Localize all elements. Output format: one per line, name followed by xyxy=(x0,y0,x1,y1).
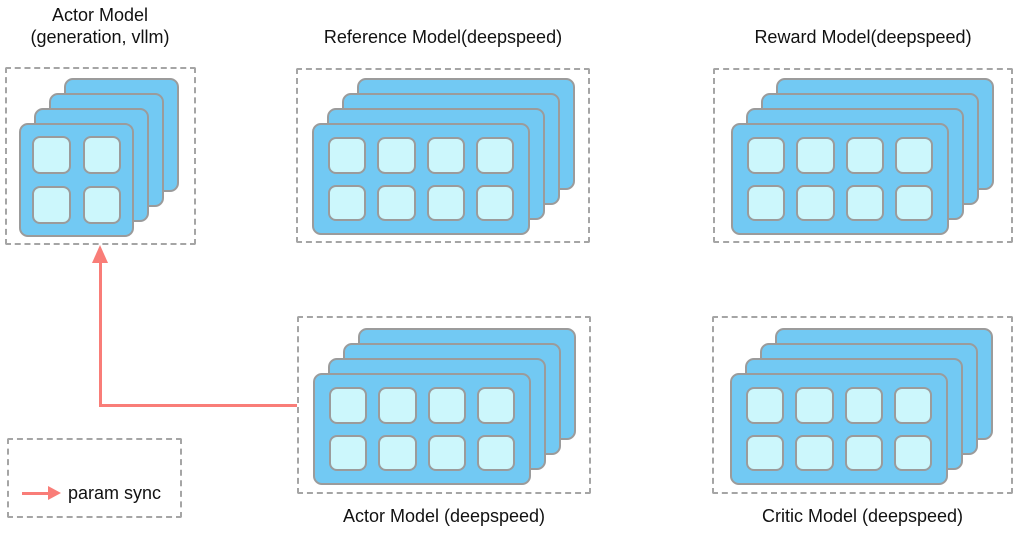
gpu-card xyxy=(19,123,134,237)
gpu-cell xyxy=(796,184,835,221)
panel-title-actor-vllm: Actor Model (generation, vllm) xyxy=(0,4,200,48)
gpu-cell xyxy=(894,184,933,221)
gpu-cell xyxy=(32,136,71,174)
gpu-cell xyxy=(328,184,367,221)
gpu-cell xyxy=(747,184,786,221)
legend-box: param sync xyxy=(7,438,182,518)
panel-title-reward-model: Reward Model(deepspeed) xyxy=(713,26,1013,48)
param-sync-arrow-vertical xyxy=(99,261,102,407)
legend-arrow-icon xyxy=(48,486,61,500)
gpu-cell xyxy=(32,186,71,224)
gpu-cell xyxy=(746,387,785,424)
legend-arrow-line xyxy=(22,492,49,495)
gpu-cell xyxy=(476,434,515,471)
gpu-cell xyxy=(796,137,835,174)
gpu-cell xyxy=(378,387,417,424)
panel-title-line: (generation, vllm) xyxy=(30,27,170,47)
gpu-card xyxy=(731,123,949,235)
panel-title-line: Reward Model(deepspeed) xyxy=(754,27,972,47)
gpu-cell xyxy=(845,137,884,174)
panel-title-line: Actor Model (deepspeed) xyxy=(342,506,546,526)
gpu-cell xyxy=(893,387,932,424)
panel-box-critic-model xyxy=(712,316,1013,494)
panel-title-line: Actor Model xyxy=(51,5,149,25)
gpu-stack-reference-model xyxy=(312,78,575,235)
gpu-cell xyxy=(795,387,834,424)
gpu-cell xyxy=(378,434,417,471)
gpu-cell xyxy=(795,434,834,471)
gpu-cell xyxy=(377,184,416,221)
gpu-cell-grid xyxy=(21,125,132,235)
gpu-cell-grid xyxy=(314,125,528,233)
gpu-stack-reward-model xyxy=(731,78,994,235)
gpu-cell-grid xyxy=(733,125,947,233)
gpu-stack-actor-vllm xyxy=(19,78,180,238)
gpu-cell xyxy=(82,136,121,174)
panel-title-line: Reference Model(deepspeed) xyxy=(323,27,563,47)
gpu-cell xyxy=(845,184,884,221)
gpu-cell xyxy=(476,387,515,424)
panel-title-reference-model: Reference Model(deepspeed) xyxy=(296,26,590,48)
gpu-cell xyxy=(377,137,416,174)
gpu-stack-actor-deepspeed xyxy=(313,328,576,485)
gpu-stack-critic-model xyxy=(730,328,993,485)
param-sync-arrow-horizontal xyxy=(99,404,297,407)
gpu-cell xyxy=(329,434,368,471)
panel-box-actor-vllm xyxy=(5,67,196,245)
gpu-cell xyxy=(894,137,933,174)
param-sync-arrowhead-icon xyxy=(92,245,108,263)
gpu-cell xyxy=(426,137,465,174)
panel-title-line: Critic Model (deepspeed) xyxy=(761,506,964,526)
gpu-card xyxy=(313,373,531,485)
gpu-cell xyxy=(475,137,514,174)
gpu-cell xyxy=(844,387,883,424)
gpu-card xyxy=(312,123,530,235)
panel-box-reward-model xyxy=(713,68,1013,243)
gpu-cell xyxy=(844,434,883,471)
gpu-cell xyxy=(427,387,466,424)
panel-box-reference-model xyxy=(296,68,590,243)
gpu-cell xyxy=(893,434,932,471)
gpu-cell xyxy=(328,137,367,174)
panel-label-actor-deepspeed: Actor Model (deepspeed) xyxy=(297,505,591,527)
gpu-cell xyxy=(82,186,121,224)
gpu-cell xyxy=(475,184,514,221)
gpu-cell xyxy=(747,137,786,174)
gpu-cell xyxy=(427,434,466,471)
legend-label: param sync xyxy=(68,483,162,503)
panel-label-critic-model: Critic Model (deepspeed) xyxy=(712,505,1013,527)
panel-box-actor-deepspeed xyxy=(297,316,591,494)
gpu-card xyxy=(730,373,948,485)
gpu-cell xyxy=(426,184,465,221)
gpu-cell xyxy=(746,434,785,471)
gpu-cell-grid xyxy=(315,375,529,483)
gpu-cell-grid xyxy=(732,375,946,483)
gpu-cell xyxy=(329,387,368,424)
